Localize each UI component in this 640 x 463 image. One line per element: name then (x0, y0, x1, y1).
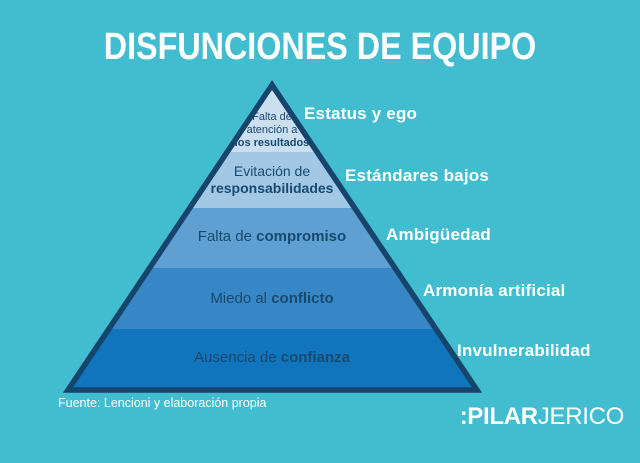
tier-label: Evitación de responsabilidades (122, 163, 422, 197)
tier-label-regular: Miedo al (210, 290, 272, 307)
side-label: Ambigüedad (386, 225, 491, 244)
brand-logo: :PILARJERICO (459, 403, 625, 431)
tier-label-regular: Falta de atención a (246, 111, 298, 136)
tier-label-regular: Ausencia de (194, 349, 281, 366)
tier-label-bold: responsabilidades (210, 180, 334, 196)
tier-label: Falta de compromiso (122, 228, 422, 245)
pyramid-outline (62, 80, 483, 393)
side-label: Invulnerabilidad (457, 341, 591, 360)
side-label: Armonía artificial (423, 281, 566, 300)
tier-label-bold: los resultados (234, 137, 310, 149)
tier-band (68, 329, 477, 390)
side-label: Estándares bajos (345, 166, 489, 185)
brand-logo-bold: :PILAR (459, 403, 539, 430)
brand-logo-light: JERICO (537, 403, 625, 430)
tier-label-bold: confianza (280, 349, 350, 366)
source-credit: Fuente: Lencioni y elaboración propia (58, 396, 267, 410)
side-label: Estatus y ego (304, 104, 418, 123)
page-title: DISFUNCIONES DE EQUIPO (103, 26, 537, 68)
tier-label: Miedo al conflicto (122, 290, 422, 307)
tier-label-bold: conflicto (271, 290, 334, 307)
tier-label-regular: Falta de (197, 228, 257, 245)
tier-label-regular: Evitación de (233, 163, 311, 179)
tier-label: Ausencia de confianza (122, 349, 422, 366)
tier-label: Falta de atención a los resultados (122, 111, 422, 150)
tier-label-bold: compromiso (256, 228, 347, 245)
